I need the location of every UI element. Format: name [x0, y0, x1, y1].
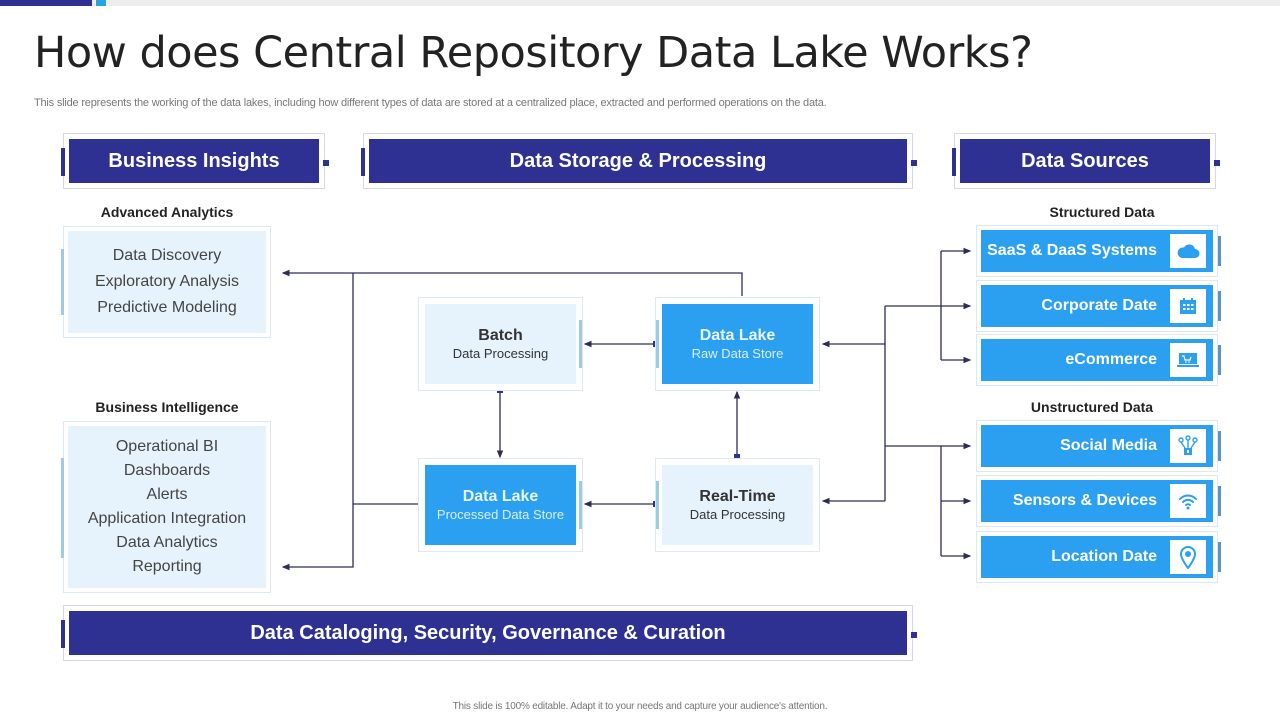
source-sensors-devices: Sensors & Devices	[976, 475, 1221, 527]
processed-lake-subtitle: Processed Data Store	[436, 507, 565, 522]
list-item: Application Integration	[87, 510, 247, 527]
connector-node-realtime-top	[734, 454, 740, 460]
realtime-subtitle: Data Processing	[689, 507, 786, 522]
list-item: Reporting	[132, 558, 202, 575]
header-storage-processing: Data Storage & Processing	[361, 133, 917, 189]
source-saas-daas: SaaS & DaaS Systems	[976, 225, 1221, 277]
advanced-analytics-label: Advanced Analytics	[100, 204, 234, 220]
list-item: Operational BI	[115, 438, 219, 455]
header-cataloging: Data Cataloging, Security, Governance & …	[61, 605, 917, 661]
advanced-analytics-box: Data Discovery Exploratory Analysis Pred…	[61, 226, 271, 338]
list-item: Data Analytics	[116, 534, 218, 551]
source-social-media: Social Media	[976, 420, 1221, 472]
source-label: Location Date	[1051, 548, 1157, 565]
raw-lake-subtitle: Raw Data Store	[691, 346, 784, 361]
page-subtitle: This slide represents the working of the…	[34, 97, 827, 109]
connector-trunk-left	[281, 273, 354, 571]
page-title: How does Central Repository Data Lake Wo…	[34, 28, 1033, 78]
wireless-icon	[1170, 484, 1206, 518]
source-label: eCommerce	[1065, 351, 1157, 368]
list-item: Predictive Modeling	[97, 299, 237, 316]
processed-data-lake-node: Data Lake Processed Data Store	[418, 458, 583, 552]
source-corporate-date: Corporate Date	[976, 280, 1221, 332]
header-business-insights: Business Insights	[61, 133, 329, 189]
realtime-title: Real-Time	[699, 488, 776, 505]
source-ecommerce: eCommerce	[976, 334, 1221, 386]
header-data-sources: Data Sources	[952, 133, 1220, 189]
list-item: Exploratory Analysis	[94, 273, 240, 290]
top-accent-line	[0, 0, 1280, 6]
connector-raw-to-analytics	[281, 269, 743, 296]
header-data-sources-label: Data Sources	[960, 139, 1210, 183]
processed-lake-title: Data Lake	[462, 488, 539, 505]
structured-data-label: Structured Data	[1049, 204, 1155, 220]
raw-data-lake-node: Data Lake Raw Data Store	[655, 297, 820, 391]
business-intelligence-box: Operational BI Dashboards Alerts Applica…	[61, 421, 271, 593]
top-accent-navy	[0, 0, 92, 6]
batch-title: Batch	[478, 327, 523, 344]
cloud-icon	[1170, 234, 1206, 268]
source-label: Sensors & Devices	[1012, 492, 1157, 509]
list-item: Alerts	[146, 486, 188, 503]
source-location-date: Location Date	[976, 531, 1221, 583]
batch-subtitle: Data Processing	[452, 346, 549, 361]
header-cataloging-label: Data Cataloging, Security, Governance & …	[69, 611, 907, 655]
list-item: Data Discovery	[112, 247, 222, 264]
source-label: Social Media	[1060, 437, 1157, 454]
footer-note: This slide is 100% editable. Adapt it to…	[452, 701, 828, 712]
realtime-processing-node: Real-Time Data Processing	[655, 458, 820, 552]
source-label: SaaS & DaaS Systems	[987, 242, 1157, 259]
calendar-icon	[1170, 289, 1206, 323]
raw-lake-title: Data Lake	[699, 327, 776, 344]
location-pin-icon	[1170, 540, 1206, 574]
batch-processing-node: Batch Data Processing	[418, 297, 583, 391]
unstructured-data-label: Unstructured Data	[1030, 399, 1154, 415]
laptop-cart-icon	[1170, 343, 1206, 377]
network-icon	[1170, 429, 1206, 463]
header-storage-processing-label: Data Storage & Processing	[369, 139, 907, 183]
header-business-insights-label: Business Insights	[69, 139, 319, 183]
list-item: Dashboards	[123, 462, 211, 479]
source-label: Corporate Date	[1041, 297, 1157, 314]
business-intelligence-label: Business Intelligence	[95, 399, 239, 415]
top-accent-blue	[96, 0, 106, 6]
